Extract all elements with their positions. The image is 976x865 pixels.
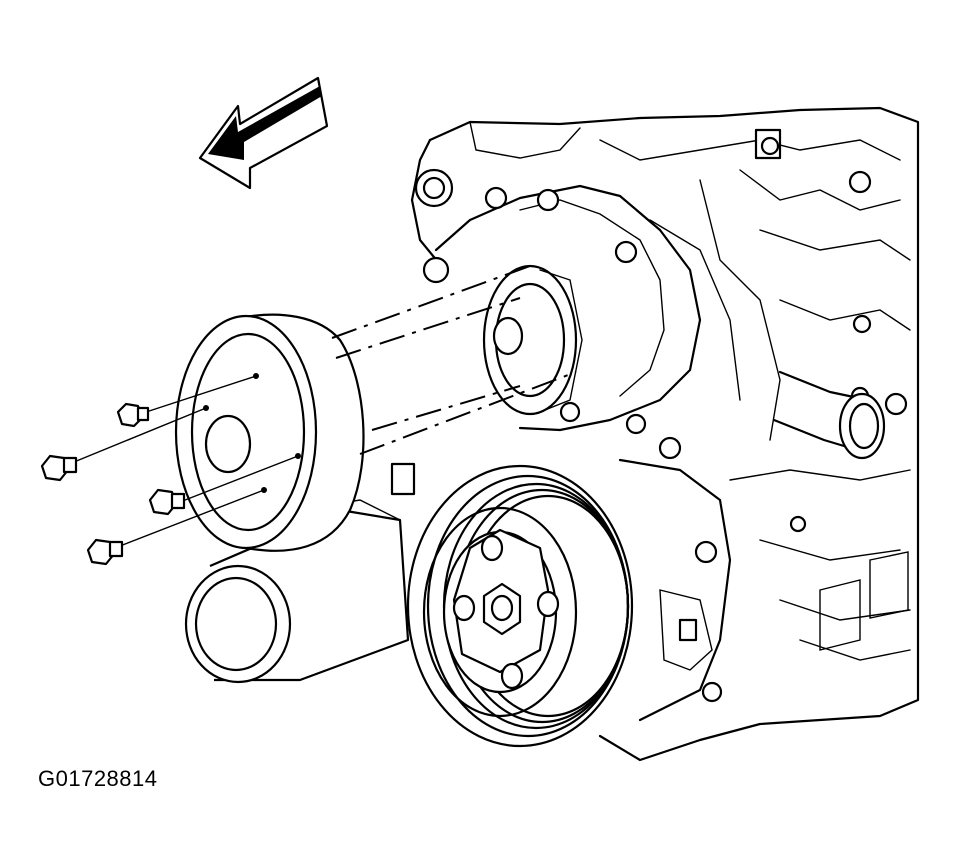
- bolt: [148, 455, 299, 516]
- figure-code: G01728814: [38, 766, 158, 791]
- water-pump-pulley: [174, 313, 365, 552]
- mounting-bracket: [618, 458, 732, 722]
- coolant-outlet: [772, 370, 886, 460]
- drive-pulley: [406, 464, 634, 748]
- water-pump-hub: [482, 264, 583, 416]
- oil-filter: [184, 462, 416, 684]
- pulley-bolts: [40, 375, 299, 566]
- bolt: [40, 407, 207, 482]
- bolt: [116, 375, 257, 428]
- arrow-left-icon: [198, 76, 329, 190]
- water-pump-housing: [414, 168, 702, 460]
- bolt: [86, 489, 265, 566]
- engine-block: [410, 106, 920, 762]
- alignment-lines: [331, 265, 577, 455]
